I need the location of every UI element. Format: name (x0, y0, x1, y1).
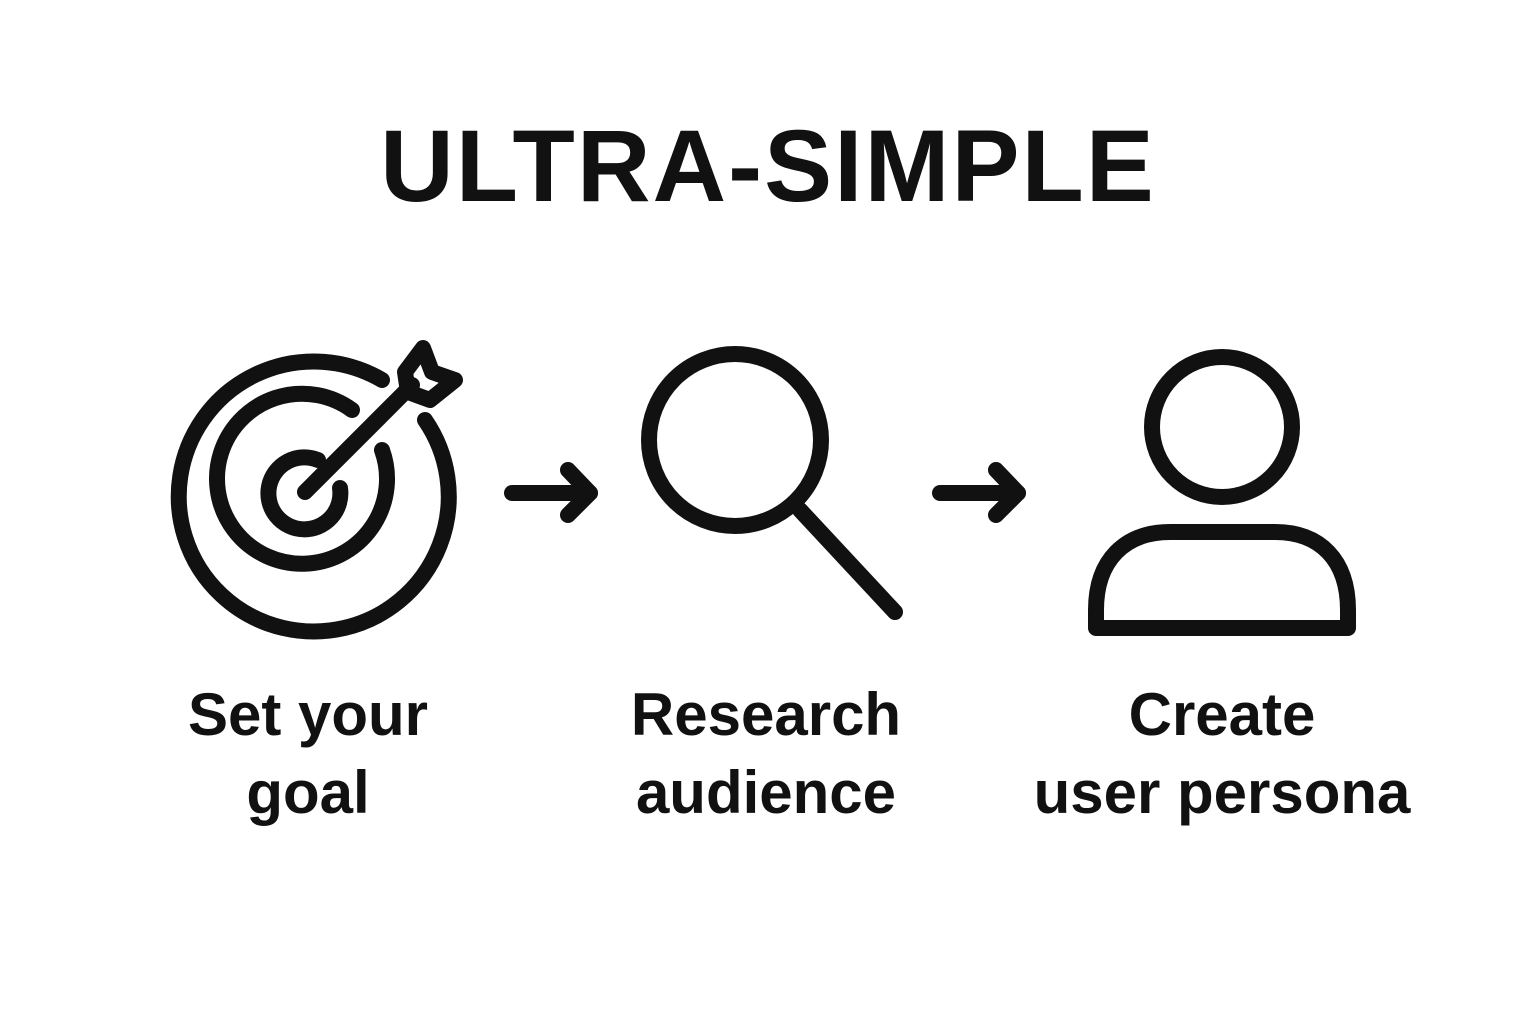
step-label-set-goal: Set your goal (98, 676, 518, 832)
step-label-line2: goal (246, 759, 370, 826)
step-label-line1: Create (1128, 681, 1316, 748)
step-label-line1: Research (630, 681, 902, 748)
step-label-research-audience: Research audience (556, 676, 976, 832)
arrow-icon (932, 462, 1026, 523)
arrow-icon (504, 462, 598, 523)
target-icon (170, 340, 463, 640)
step-label-line2: user persona (1033, 759, 1411, 826)
magnifier-icon (641, 346, 903, 620)
step-label-line2: audience (635, 759, 897, 826)
step-label-line1: Set your (187, 681, 429, 748)
title: ULTRA-SIMPLE (380, 109, 1156, 223)
user-icon (1088, 349, 1356, 636)
step-label-create-persona: Create user persona (1012, 676, 1432, 832)
